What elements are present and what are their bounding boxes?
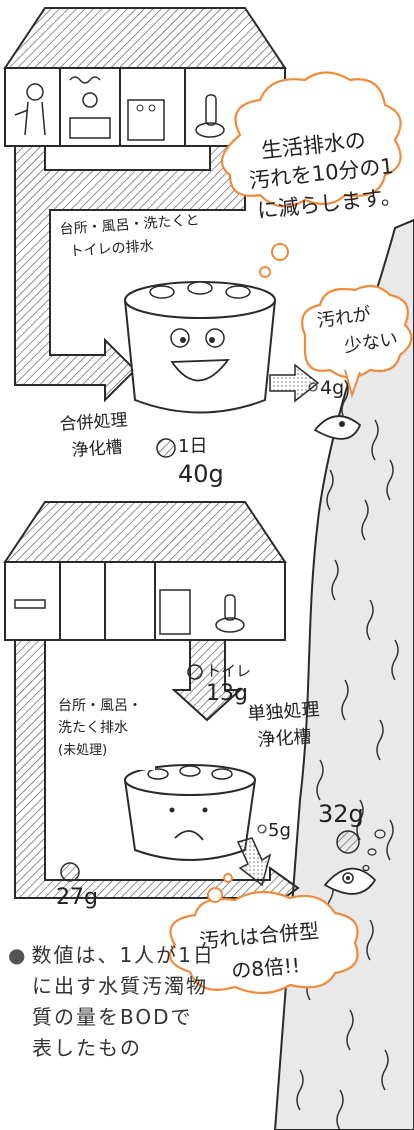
bottom-drain-label: 台所・風呂・ 洗たく排水 (未処理): [55, 692, 155, 770]
drain-value: 27g: [56, 885, 98, 910]
bottom-bubble-text: 汚れは合併型 の8倍!!: [198, 919, 320, 983]
outflow-value-bottom: 5g: [268, 820, 291, 841]
single-tank-label-2: 浄化槽: [257, 726, 312, 751]
top-fish-icon: [313, 415, 362, 440]
bottom-drain-pipe: [14, 639, 300, 910]
top-drain-label-2: トイレの排水: [69, 238, 154, 260]
outflow-value-top: 4g: [320, 377, 344, 399]
combined-tank-label-1: 合併処理: [59, 410, 128, 435]
top-drain-pipe: [14, 145, 246, 403]
single-tank: [124, 764, 272, 887]
river-value: 32g: [318, 800, 364, 828]
bottom-drain-label-3: (未処理): [58, 743, 107, 758]
footnote-line-3: 質の量をBODで: [32, 1005, 193, 1029]
load-label-top: 1日: [178, 436, 207, 457]
bottom-bubble-line-2: の8倍!!: [230, 953, 301, 983]
outflow-marker-top: [308, 382, 318, 392]
load-marker-top: [156, 438, 176, 458]
single-tank-label-1: 単独処理: [247, 699, 320, 725]
footnote-line-1: 数値は、1人が1日: [31, 943, 215, 967]
bottom-drain-label-2: 洗たく排水: [58, 720, 128, 736]
bottom-cloud: [168, 873, 359, 995]
bottom-drain-label-1: 台所・風呂・: [58, 698, 142, 714]
load-value-top: 40g: [178, 460, 224, 488]
bottom-fish-icon: [323, 867, 377, 895]
toilet-label: トイレ: [206, 662, 251, 680]
combined-tank-label-2: 浄化槽: [71, 437, 123, 461]
bottom-house: [3, 501, 287, 641]
bubbles-icon: [362, 829, 386, 872]
footnote-line-2: に出す水質汚濁物: [32, 974, 208, 998]
combined-tank: [124, 281, 320, 414]
bullet-icon: ●: [8, 943, 28, 967]
toilet-value: 13g: [206, 681, 248, 706]
footnote: ●数値は、1人が1日 に出す水質汚濁物 質の量をBODで 表したもの: [8, 940, 218, 1064]
fish-cloud: [301, 284, 413, 399]
river-marker: [336, 830, 360, 854]
footnote-line-4: 表したもの: [32, 1036, 142, 1060]
outflow-marker-bottom: [257, 824, 267, 834]
top-cloud: [220, 71, 402, 278]
toilet-marker: [187, 664, 203, 680]
top-house: [3, 7, 287, 147]
drain-marker: [60, 862, 80, 882]
